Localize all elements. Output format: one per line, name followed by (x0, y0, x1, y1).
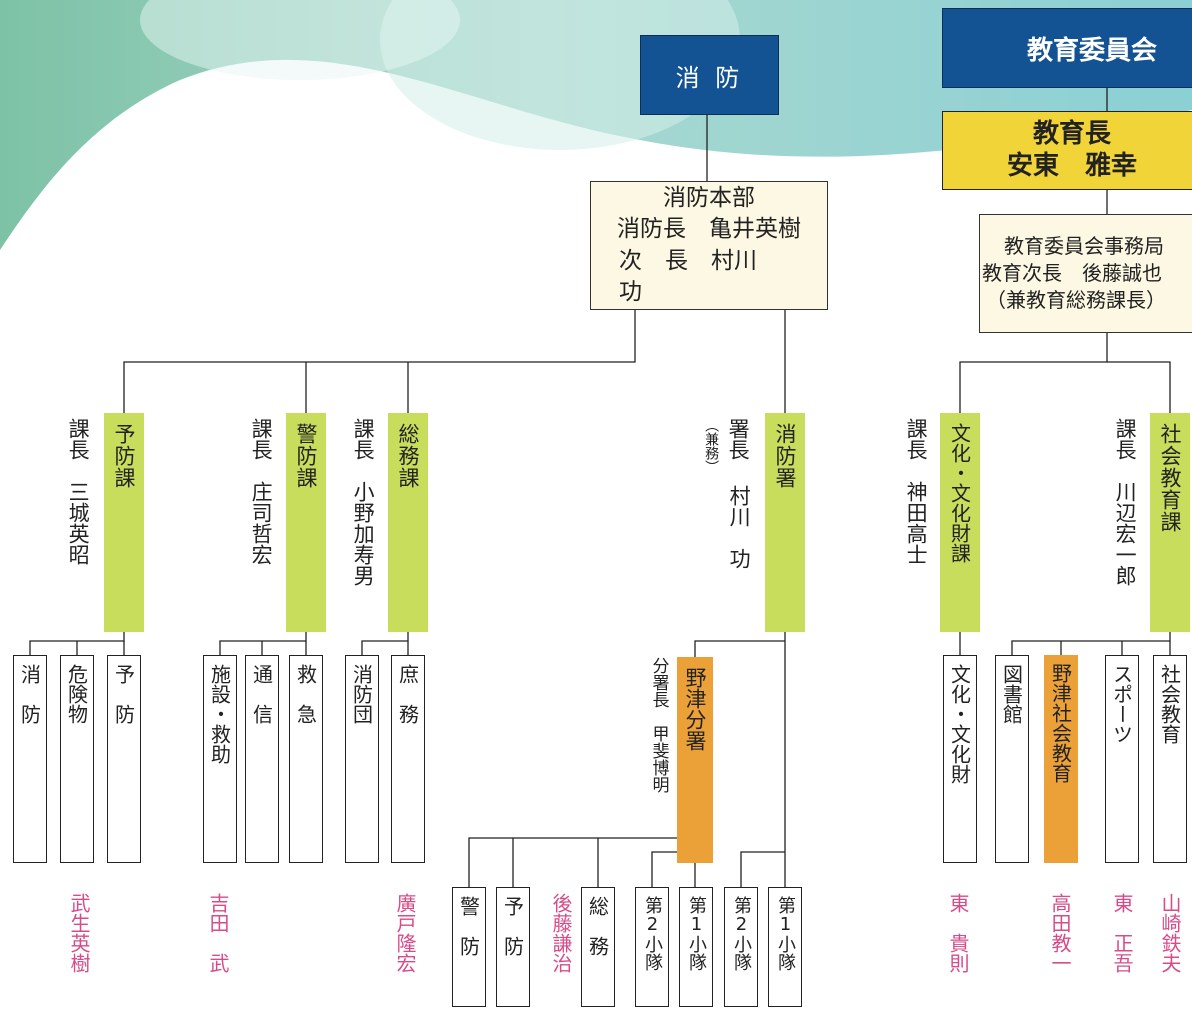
superintendent-title: 教育長 (1032, 119, 1111, 150)
unit-shomu: 庶 務 (391, 655, 425, 863)
edu-office-title: 教育委員会事務局 (1004, 234, 1164, 258)
shobosho-chief-name: 村川 功 (727, 485, 752, 569)
keibo-section-label: 警防課 (294, 423, 318, 489)
nozu-branch-label: 野津分署 (683, 667, 707, 751)
yobo-section-label: 予防課 (112, 423, 136, 489)
unit-tsushin: 通 信 (245, 655, 279, 863)
nozu-platoon-1: 第1小隊 (679, 887, 713, 1007)
staff-name: 東 正吾 (1110, 893, 1134, 973)
unit-shobo: 消 防 (13, 655, 47, 863)
shobosho-section-label: 消防署 (773, 423, 797, 489)
station-platoon-2: 第2小隊 (724, 887, 758, 1007)
yobo-section-box: 予防課 (104, 413, 144, 632)
station-unit-keibo: 警 防 (452, 887, 486, 1007)
nozu-branch-box: 野津分署 (677, 657, 713, 863)
somu-section-box: 総務課 (388, 413, 428, 632)
shakai-section-box: 社会教育課 (1150, 413, 1190, 632)
station-unit-somu: 総 務 (581, 887, 615, 1007)
nozu-platoon-2: 第2小隊 (635, 887, 669, 1007)
somu-chief: 課長 小野加寿男 (351, 418, 376, 586)
staff-name: 東 貴則 (946, 893, 970, 973)
nozu-branch-chief: 分署長 甲斐博明 (648, 657, 669, 793)
keibo-section-box: 警防課 (286, 413, 326, 632)
edu-office-deputy: 教育次長 後藤誠也 (982, 261, 1162, 285)
superintendent-box: 教育長 安東 雅幸 (942, 111, 1192, 190)
unit-shakai: 社会教育 (1153, 655, 1187, 863)
edu-office-note: （兼教育総務課長） (986, 288, 1166, 312)
yobo-chief: 課長 三城英昭 (66, 418, 91, 565)
unit-kikenbutsu: 危険物 (60, 655, 94, 863)
unit-bunka: 文化・文化財 (943, 655, 977, 863)
shakai-chief: 課長 川辺宏一郎 (1113, 418, 1138, 586)
staff-name: 山崎鉄夫 (1158, 893, 1182, 973)
unit-shisetsu-kyujo: 施設・救助 (203, 655, 237, 863)
bunka-section-label: 文化・文化財課 (947, 423, 972, 563)
shobosho-chief-title: 署長 (726, 418, 751, 460)
unit-yobo: 予 防 (107, 655, 141, 863)
staff-name: 吉田 武 (206, 893, 230, 973)
unit-nozu-shakai: 野津社会教育 (1044, 655, 1078, 863)
fire-dept-header: 消 防 (640, 35, 779, 115)
shobosho-chief-note: （兼務） (703, 418, 720, 474)
unit-kyukyu: 救 急 (289, 655, 323, 863)
fire-hq-box: 消防本部 消防長 亀井英樹 次 長 村川 功 (590, 181, 828, 310)
station-unit-yobo: 予 防 (496, 887, 530, 1007)
bunka-chief: 課長 神田高士 (904, 418, 929, 565)
staff-name: 後藤謙治 (549, 893, 573, 973)
shakai-section-label: 社会教育課 (1158, 423, 1182, 533)
edu-office-box: 教育委員会事務局 教育次長 後藤誠也 （兼教育総務課長） (979, 214, 1192, 333)
somu-section-label: 総務課 (396, 423, 420, 489)
superintendent-name: 安東 雅幸 (1006, 150, 1137, 181)
staff-name: 高田教一 (1048, 893, 1072, 973)
shobosho-section-box: 消防署 (765, 413, 805, 632)
fire-hq-title: 消防本部 (663, 185, 755, 212)
unit-shobodan: 消防団 (345, 655, 379, 863)
edu-board-header: 教育委員会 (942, 8, 1192, 88)
staff-name: 武生英樹 (67, 893, 91, 973)
bunka-section-box: 文化・文化財課 (940, 413, 980, 632)
staff-name: 廣戸隆宏 (393, 893, 417, 973)
keibo-chief: 課長 庄司哲宏 (249, 418, 274, 565)
unit-toshokan: 図書館 (995, 655, 1029, 863)
fire-hq-chief: 消防長 亀井英樹 (617, 216, 801, 243)
station-platoon-1: 第1小隊 (768, 887, 802, 1007)
unit-sports: スポーツ (1105, 655, 1139, 863)
fire-hq-deputy: 次 長 村川 功 (619, 247, 780, 305)
